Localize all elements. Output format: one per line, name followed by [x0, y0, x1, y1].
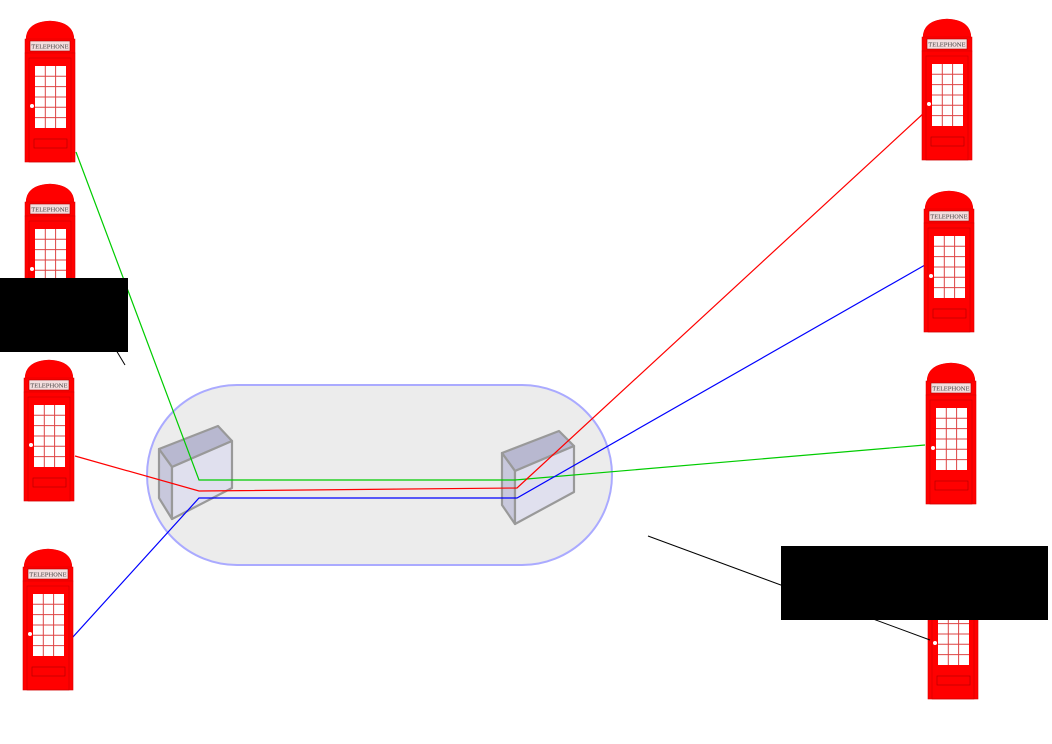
redacted-label-right: [781, 546, 1048, 620]
phone-left-1: TELEPHONE: [24, 20, 76, 163]
network-cloud: [146, 384, 613, 566]
booth-sign-label: TELEPHONE: [29, 573, 66, 579]
phone-left-2: TELEPHONE: [24, 183, 76, 326]
booth-sign-label: TELEPHONE: [31, 45, 68, 51]
phone-right-3: TELEPHONE: [925, 362, 977, 505]
green-link: [75, 151, 926, 481]
telephone-booth-icon: [923, 190, 975, 333]
booth-sign-label: TELEPHONE: [30, 384, 67, 390]
redacted-label-left: [0, 278, 128, 352]
telephone-booth-icon: [921, 18, 973, 161]
phone-right-1: TELEPHONE: [921, 18, 973, 161]
blue-link: [71, 264, 926, 639]
phone-left-4: TELEPHONE: [22, 548, 74, 691]
phone-right-2: TELEPHONE: [923, 190, 975, 333]
red-link: [74, 111, 926, 492]
booth-sign-label: TELEPHONE: [31, 208, 68, 214]
telephone-booth-icon: [22, 548, 74, 691]
phone-left-3: TELEPHONE: [23, 359, 75, 502]
telephone-booth-icon: [925, 362, 977, 505]
booth-sign-label: TELEPHONE: [932, 387, 969, 393]
telephone-booth-icon: [24, 20, 76, 163]
booth-sign-label: TELEPHONE: [928, 43, 965, 49]
switch-right: [500, 429, 576, 526]
booth-sign-label: TELEPHONE: [930, 215, 967, 221]
telephone-booth-icon: [23, 359, 75, 502]
